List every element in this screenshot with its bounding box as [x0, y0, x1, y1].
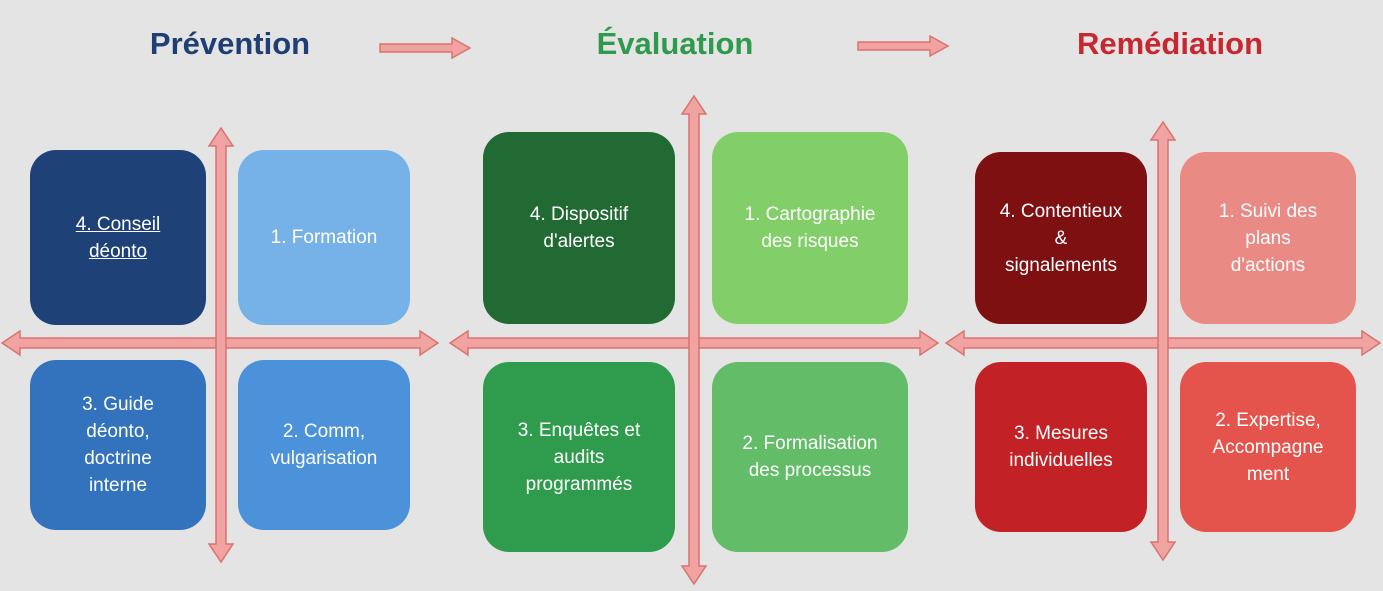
box-label: 1. Cartographie des risques [744, 204, 876, 252]
evaluation-box-formalisation: 2. Formalisation des processus [712, 362, 908, 552]
remediation-box-expertise: 2. Expertise, Accompagne ment [1180, 362, 1356, 532]
double-arrow-vertical-icon [1149, 120, 1177, 562]
box-label: 1. Formation [270, 227, 378, 248]
prevention-box-guide: 3. Guide déonto, doctrine interne [30, 360, 206, 530]
evaluation-box-enquetes: 3. Enquêtes et audits programmés [483, 362, 675, 552]
box-label: 4. Dispositif d'alertes [529, 204, 629, 252]
flow-arrow-right-icon [379, 36, 472, 60]
box-label: 2. Expertise, Accompagne ment [1212, 409, 1324, 485]
box-label: 4. Conseil déonto [75, 213, 161, 262]
prevention-box-formation: 1. Formation [238, 150, 410, 325]
box-label: 3. Enquêtes et audits programmés [517, 419, 641, 495]
prevention-title: Prévention [149, 26, 311, 61]
flow-arrow-right-icon [857, 34, 950, 58]
double-arrow-vertical-icon [680, 94, 708, 586]
remediation-title: Remédiation [1076, 26, 1264, 61]
remediation-box-mesures: 3. Mesures individuelles [975, 362, 1147, 532]
evaluation-box-alertes: 4. Dispositif d'alertes [483, 132, 675, 324]
box-label: 3. Guide déonto, doctrine interne [82, 394, 154, 496]
evaluation-title: Évaluation [596, 26, 754, 61]
prevention-box-comm: 2. Comm, vulgarisation [238, 360, 410, 530]
box-label: 2. Formalisation des processus [742, 433, 878, 481]
evaluation-box-cartographie: 1. Cartographie des risques [712, 132, 908, 324]
box-label: 2. Comm, vulgarisation [270, 421, 378, 469]
double-arrow-vertical-icon [207, 126, 235, 564]
remediation-box-suivi: 1. Suivi des plans d'actions [1180, 152, 1356, 324]
box-label: 1. Suivi des plans d'actions [1218, 200, 1318, 276]
box-label: 3. Mesures individuelles [1009, 423, 1113, 471]
remediation-box-contentieux: 4. Contentieux & signalements [975, 152, 1147, 324]
prevention-box-conseil: 4. Conseil déonto [30, 150, 206, 325]
box-label: 4. Contentieux & signalements [999, 200, 1123, 276]
